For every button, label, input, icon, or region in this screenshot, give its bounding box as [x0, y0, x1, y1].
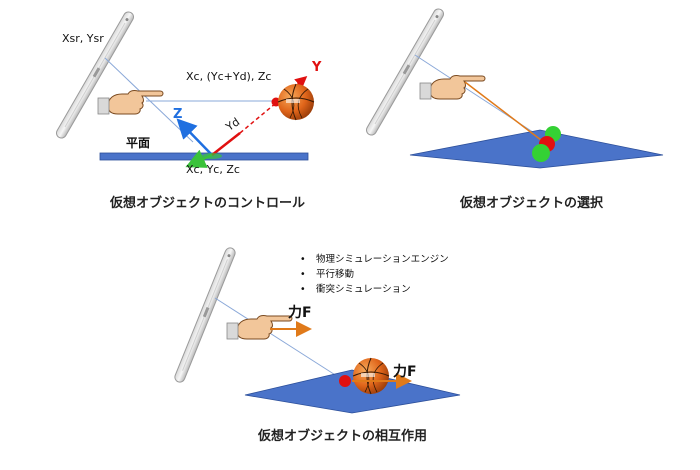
axis-y-label: Y	[312, 60, 322, 75]
pointing-hand-icon	[97, 89, 164, 115]
green-sphere-bottom	[532, 144, 550, 162]
origin-coordinates-label: Xc, Yc, Zc	[186, 163, 240, 176]
smartphone-icon	[172, 245, 238, 385]
feature-item: 平行移動	[300, 267, 449, 282]
axis-y-arrow	[275, 76, 308, 104]
pointing-hand-icon	[226, 314, 293, 340]
force-label-hand: 力F	[288, 305, 312, 321]
axis-z-label: Z	[173, 107, 183, 122]
caption-control: 仮想オブジェクトのコントロール	[110, 196, 306, 211]
contact-point	[339, 375, 351, 387]
smartphone-icon	[364, 6, 446, 138]
feature-list: 物理シミュレーションエンジン 平行移動 衝突シミュレーション	[300, 252, 449, 297]
feature-item: 衝突シミュレーション	[300, 282, 449, 297]
panel-interaction	[172, 245, 461, 414]
axis-y-dashed	[239, 102, 277, 134]
plane-label: 平面	[126, 136, 151, 150]
axis-z-arrow	[176, 118, 213, 156]
basketball-icon	[277, 83, 315, 121]
object-coordinates-label: Xc, (Yc+Yd), Zc	[186, 70, 272, 83]
selection-ray	[464, 81, 542, 141]
panel-selection	[364, 6, 664, 169]
sensor-beam	[214, 297, 341, 379]
axis-yd-arrow	[211, 132, 241, 156]
force-label-ball: 力F	[393, 364, 417, 380]
feature-item: 物理シミュレーションエンジン	[300, 252, 449, 267]
pointing-hand-icon	[419, 74, 486, 100]
basketball-icon	[352, 357, 390, 395]
sensor-coordinates-label: Xsr, Ysr	[62, 32, 104, 45]
panel-control	[54, 9, 315, 168]
caption-selection: 仮想オブジェクトの選択	[460, 196, 604, 211]
caption-interaction: 仮想オブジェクトの相互作用	[258, 429, 428, 444]
plane-surface	[244, 369, 461, 414]
origin-marker	[202, 153, 222, 159]
